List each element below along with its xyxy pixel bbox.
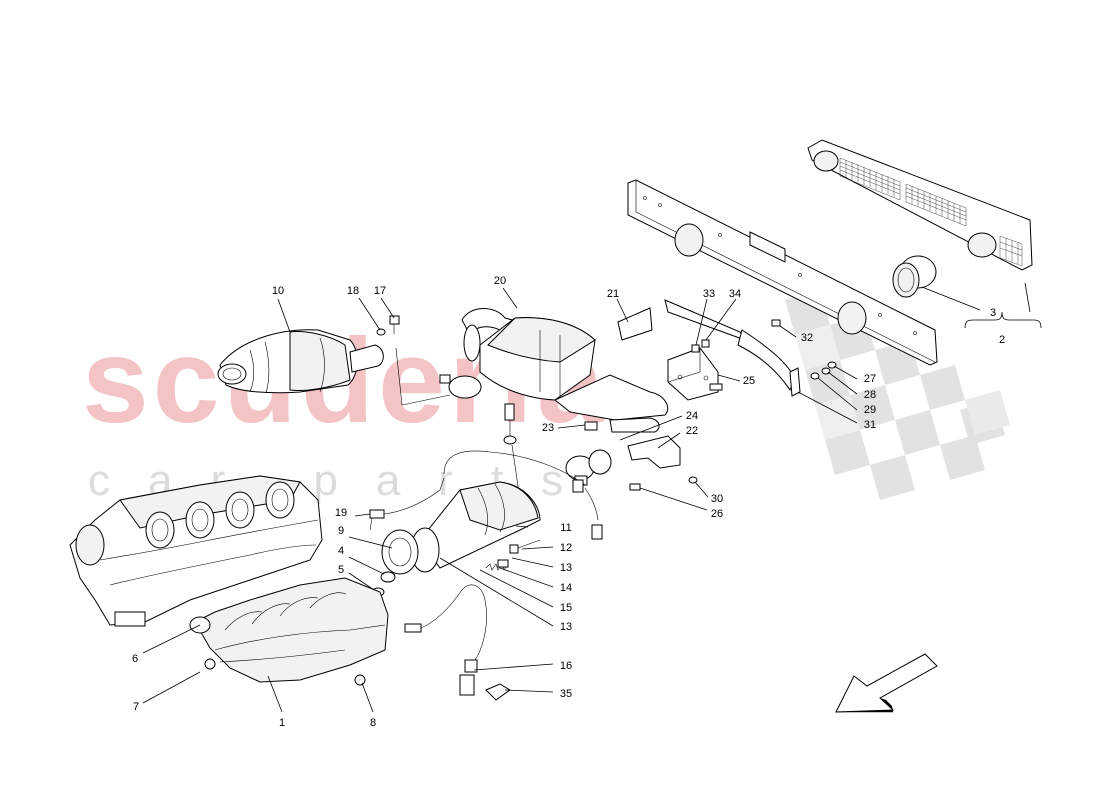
callout-13-upper: 13 [560,562,572,574]
exhaust-manifold [189,577,389,686]
callout-4: 4 [338,545,344,557]
leader-2 [1024,282,1031,313]
rear-silencer [461,308,669,433]
callout-12: 12 [560,542,572,554]
nut-27 [827,361,837,369]
connector-line [401,394,451,406]
callout-31: 31 [864,419,876,431]
callout-30: 30 [711,493,723,505]
callout-7: 7 [133,701,139,713]
front-direction-arrow-icon [835,653,938,713]
bolt-17 [389,315,400,334]
connector-line [395,347,403,406]
nut-30 [688,476,698,484]
sensor-cable-upper [584,487,599,521]
callout-35: 35 [560,688,572,700]
callout-labels: 1 2 3 4 5 6 7 8 9 10 11 12 13 13 14 15 1… [132,275,1005,729]
callout-17: 17 [374,285,386,297]
washer-29 [810,372,820,380]
sensor-cable-upper [443,450,586,486]
callout-13-lower: 13 [560,621,572,633]
cylinder-head [69,475,323,627]
oxygen-sensor-19 [369,477,445,531]
bolt-26 [629,483,641,491]
bolt-33 [691,344,700,353]
callout-26: 26 [711,508,723,520]
gasket-4 [380,571,396,583]
callout-9: 9 [338,525,344,537]
spring-bolt-set [485,539,541,571]
callout-3: 3 [990,307,996,319]
callout-33: 33 [703,288,715,300]
washer-center [503,435,517,445]
callout-10: 10 [272,285,284,297]
leader-lines [142,286,981,713]
callout-14: 14 [560,582,572,594]
callout-24: 24 [686,410,698,422]
gasket-9 [381,529,419,575]
callout-20: 20 [494,275,506,287]
bracket-22 [627,435,681,469]
callout-15: 15 [560,602,572,614]
washer-18 [376,328,386,336]
callout-32: 32 [801,332,813,344]
gasket-9-inner [388,537,412,567]
clip-23 [584,421,598,431]
watermark-checker-flag [785,290,1010,500]
callout-8: 8 [370,717,376,729]
bolt-32 [771,319,781,327]
mounting-strap-rear [737,329,796,392]
bracket-21 [617,307,653,341]
tailpipe-trim [892,255,937,298]
callout-2: 2 [999,334,1005,346]
callout-28: 28 [864,389,876,401]
clip-35 [485,683,511,701]
plate-31 [789,367,801,397]
catalytic-converter-lower [410,481,541,573]
callout-11: 11 [560,522,571,534]
callout-25: 25 [743,375,755,387]
callout-29: 29 [864,404,876,416]
rear-grille-panel [807,139,1033,271]
callout-27: 27 [864,373,876,385]
catalytic-converter-front [217,329,384,394]
callout-1: 1 [279,717,285,729]
callout-16: 16 [560,660,572,672]
callout-6: 6 [132,653,138,665]
oxygen-sensor-lower [404,584,487,696]
group-bracket-2 [964,311,1042,329]
bracket-25 [667,347,719,401]
rear-mounting-beam [627,179,938,366]
callout-18: 18 [347,285,359,297]
sensor-clip [572,479,584,493]
bolt-bracket [709,383,723,391]
callout-19: 19 [335,507,347,519]
callout-5: 5 [338,564,344,576]
bolt-34 [701,339,710,348]
callout-21: 21 [607,288,619,300]
bolt-center [504,403,515,421]
callout-23: 23 [542,422,554,434]
callout-34: 34 [729,288,741,300]
sensor-connector-upper [591,524,603,540]
pipe-clamp-upper [439,374,482,399]
callout-22: 22 [686,425,698,437]
